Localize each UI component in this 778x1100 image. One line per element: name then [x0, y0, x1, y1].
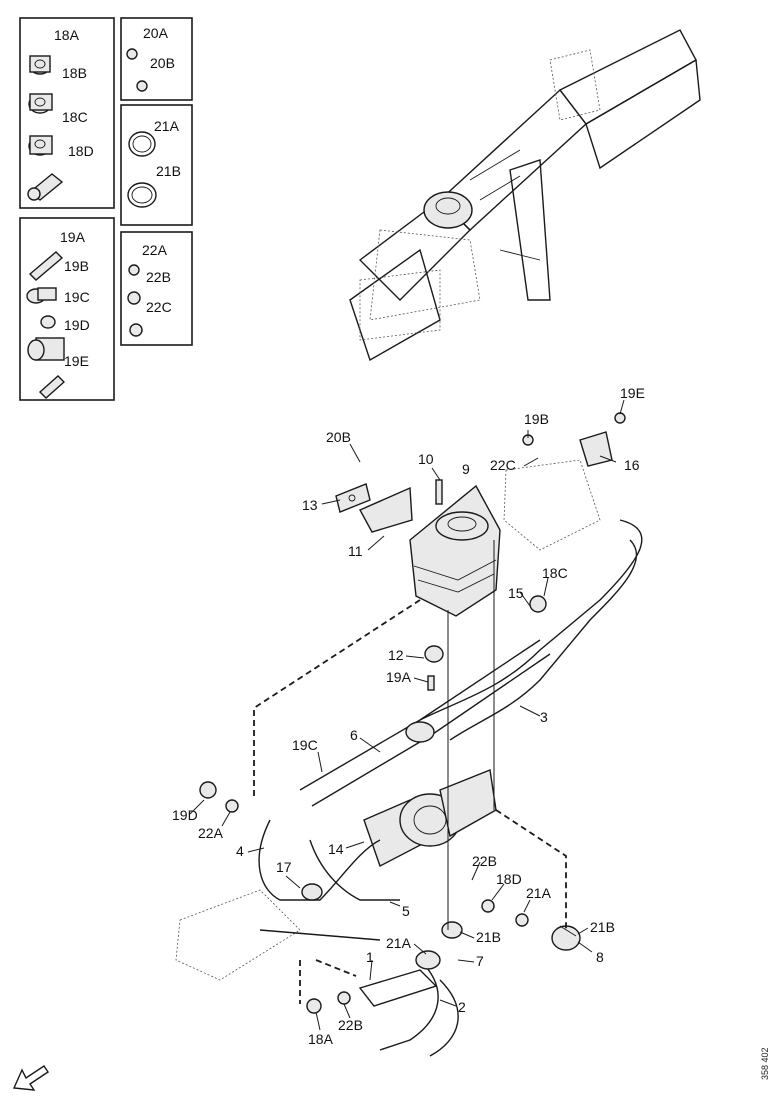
inset-label-22c: 22C [146, 299, 172, 315]
pipe-3 [419, 519, 643, 741]
inset-label-19a: 19A [60, 229, 86, 245]
callout-19d: 19D [172, 807, 198, 823]
inset-label-20b: 20B [150, 55, 175, 71]
fitting-19a-icon [28, 251, 64, 281]
callout-14: 14 [328, 841, 344, 857]
clamp-21a-icon [128, 131, 156, 157]
hose-6 [299, 639, 551, 807]
vehicle-overview [349, 29, 701, 362]
callout-21a-center: 21A [386, 935, 412, 951]
inset-label-18c: 18C [62, 109, 88, 125]
callout-3: 3 [540, 709, 548, 725]
inset-box-19: 19A 19B 19C 19D 19E [19, 217, 115, 401]
callout-4: 4 [236, 843, 244, 859]
inset-label-18d: 18D [68, 143, 94, 159]
inset-label-20a: 20A [143, 25, 169, 41]
inset-box-21: 21A 21B [120, 104, 193, 226]
callout-19a: 19A [386, 669, 412, 685]
clamp-21b-icon [127, 182, 157, 208]
callout-15: 15 [508, 585, 524, 601]
inset-box-22: 22A 22B 22C [120, 231, 193, 346]
callout-21b-right: 21B [590, 919, 615, 935]
fitting-19d-icon [27, 337, 65, 361]
callout-22a: 22A [198, 825, 224, 841]
callout-18c: 18C [542, 565, 568, 581]
direction-arrow-icon [12, 1065, 49, 1091]
callout-labels: 19E 19B 20B 10 9 22C 16 13 11 18C 15 12 … [172, 385, 645, 1047]
washer-22b-icon [127, 291, 141, 305]
fitting-18c-icon [28, 135, 53, 156]
washer-22c-icon [129, 323, 143, 337]
callout-19b: 19B [524, 411, 549, 427]
callout-22b-lower: 22B [338, 1017, 363, 1033]
inset-label-19e: 19E [64, 353, 89, 369]
fitting-19b-icon [26, 287, 57, 304]
callout-19e: 19E [620, 385, 645, 401]
callout-11: 11 [348, 543, 363, 559]
fitting-19c-icon [40, 315, 56, 329]
steering-rack [175, 889, 381, 981]
inset-label-18a: 18A [54, 27, 80, 43]
fitting-18a-icon [29, 55, 51, 75]
fluid-reservoir [409, 484, 501, 617]
inset-label-19b: 19B [64, 258, 89, 274]
callout-5: 5 [402, 903, 410, 919]
inset-label-21a: 21A [154, 118, 180, 134]
inset-label-19d: 19D [64, 317, 90, 333]
callout-21b-center: 21B [476, 929, 501, 945]
small-fittings [199, 412, 626, 1014]
reservoir-bracket [335, 483, 413, 533]
callout-20b: 20B [326, 429, 351, 445]
steering-pump [363, 769, 497, 867]
fitting-19e-icon [38, 375, 66, 399]
callout-17: 17 [276, 859, 292, 875]
hose-1-2-7 [358, 921, 463, 1057]
reference-code: 358 402 [760, 1047, 770, 1080]
washer-22a-icon [128, 264, 140, 276]
inset-label-21b: 21B [156, 163, 181, 179]
callout-22b-upper: 22B [472, 853, 497, 869]
callout-19c: 19C [292, 737, 318, 753]
callout-6: 6 [350, 727, 358, 743]
elbow-8 [551, 925, 581, 951]
inset-box-18: 18A 18B 18C 18D [19, 17, 115, 209]
callout-21a-right: 21A [526, 885, 552, 901]
inset-label-22a: 22A [142, 242, 168, 258]
washer-20a-icon [126, 48, 138, 60]
washer-20b-icon [136, 80, 148, 92]
callout-13: 13 [302, 497, 318, 513]
callout-leaders [189, 399, 625, 1031]
callout-2: 2 [458, 999, 466, 1015]
inset-label-22b: 22B [146, 269, 171, 285]
pipe-4-5 [258, 819, 400, 901]
callout-16: 16 [624, 457, 640, 473]
fitting-18b-icon [28, 93, 53, 114]
assembly-lines [253, 540, 567, 1004]
inset-label-18b: 18B [62, 65, 87, 81]
fitting-18d-icon [27, 173, 64, 201]
callout-12: 12 [388, 647, 404, 663]
callout-9: 9 [462, 461, 470, 477]
inset-label-19c: 19C [64, 289, 90, 305]
callout-22c: 22C [490, 457, 516, 473]
inset-box-20: 20A 20B [120, 17, 193, 101]
pump-mount [503, 431, 613, 551]
callout-7: 7 [476, 953, 484, 969]
callout-18a: 18A [308, 1031, 334, 1047]
callout-1: 1 [366, 949, 374, 965]
callout-10: 10 [418, 451, 434, 467]
callout-18d: 18D [496, 871, 522, 887]
callout-8: 8 [596, 949, 604, 965]
